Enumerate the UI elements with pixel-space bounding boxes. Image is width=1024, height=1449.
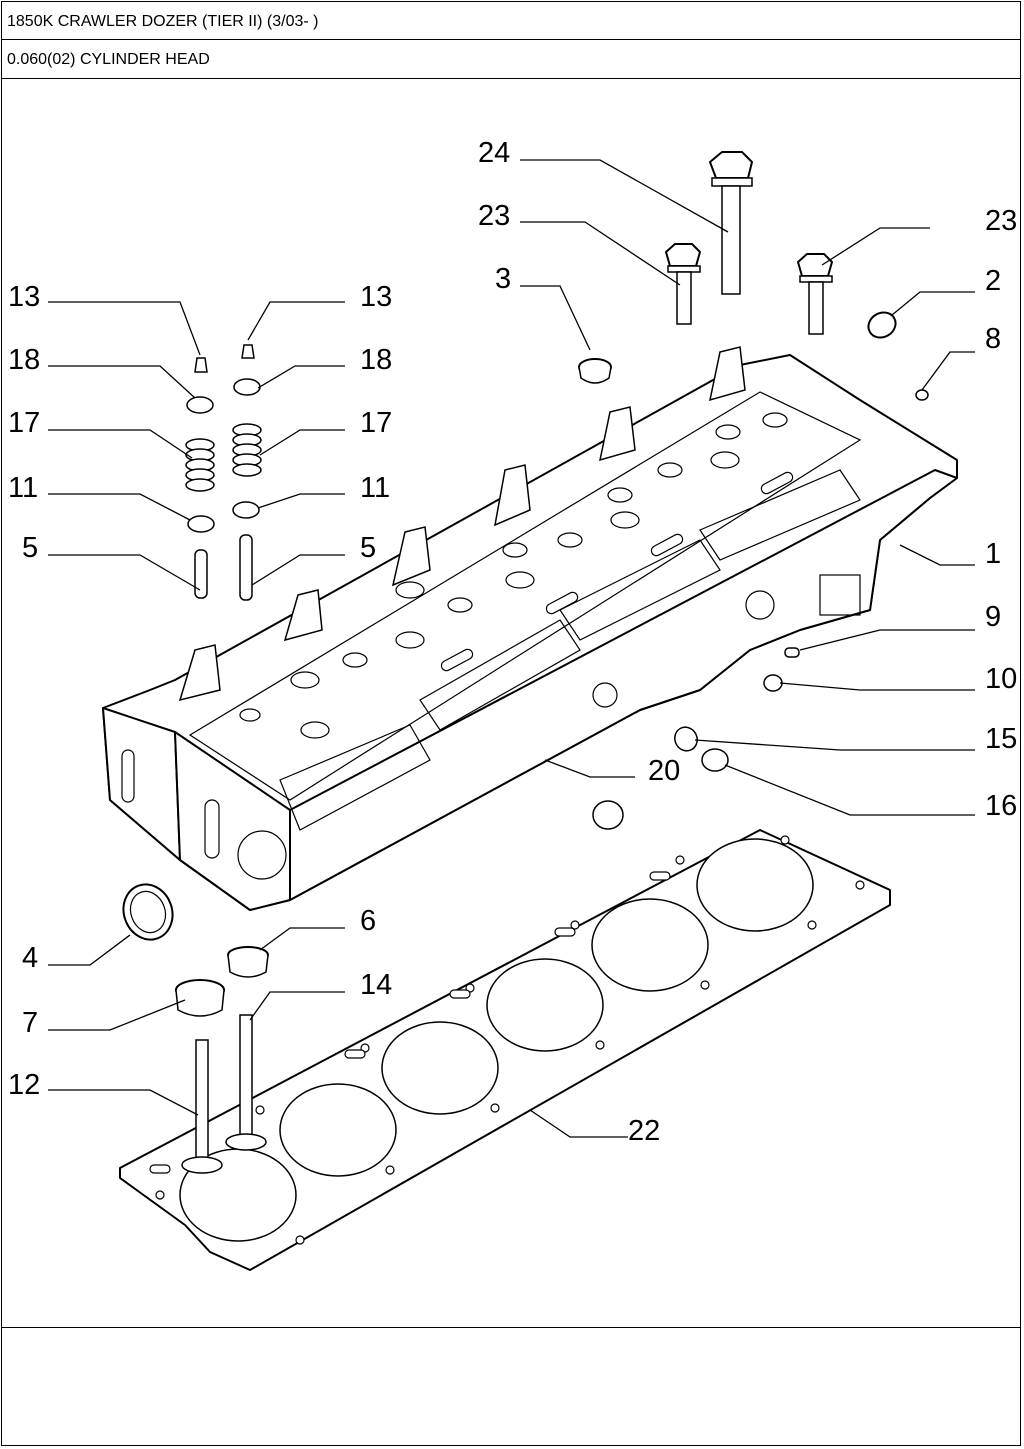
callout-11-right: 11 — [360, 472, 390, 504]
plug-10[interactable] — [763, 674, 783, 692]
head-bolt-left[interactable] — [665, 243, 701, 325]
callout-20: 20 — [648, 755, 680, 787]
callout-15: 15 — [985, 723, 1017, 755]
callout-1: 1 — [985, 538, 1001, 570]
callout-17-left: 17 — [8, 407, 40, 439]
valve-seat-6[interactable] — [227, 946, 269, 978]
callout-18-left: 18 — [8, 344, 40, 376]
callout-2: 2 — [985, 265, 1001, 297]
plug-20[interactable] — [592, 800, 624, 830]
callout-4: 4 — [22, 942, 38, 974]
callout-13-right: 13 — [360, 281, 392, 313]
plug-3[interactable] — [578, 358, 612, 384]
page-title: 1850K CRAWLER DOZER (TIER II) (3/03- ) — [2, 2, 1020, 40]
callout-11-left: 11 — [8, 472, 38, 504]
callout-labels: 24 23 23 3 2 8 13 13 18 18 17 17 11 11 5… — [8, 137, 1017, 1147]
callout-6: 6 — [360, 905, 376, 937]
pin-9[interactable] — [784, 647, 800, 658]
valve-assembly-right[interactable] — [232, 344, 262, 601]
callout-17-right: 17 — [360, 407, 392, 439]
head-gasket[interactable] — [119, 829, 891, 1271]
callout-7: 7 — [22, 1007, 38, 1039]
callout-13-left: 13 — [8, 281, 40, 313]
footer-divider — [2, 1327, 1020, 1328]
plug-2[interactable] — [864, 308, 900, 343]
seal-15[interactable] — [671, 723, 701, 754]
head-bolt-long[interactable] — [709, 151, 753, 295]
callout-8: 8 — [985, 323, 1001, 355]
callout-5-left: 5 — [22, 532, 38, 564]
section-title: 0.060(02) CYLINDER HEAD — [2, 40, 1020, 79]
valve-seat-7[interactable] — [175, 979, 225, 1017]
leader-lines — [48, 159, 975, 1138]
plug-16[interactable] — [701, 748, 729, 772]
callout-9: 9 — [985, 601, 1001, 633]
callout-22: 22 — [628, 1115, 660, 1147]
cylinder-head[interactable] — [102, 346, 958, 911]
valve-exhaust-14[interactable] — [225, 1014, 267, 1151]
valve-assembly-left[interactable] — [185, 357, 215, 599]
valve-intake-12[interactable] — [181, 1039, 223, 1174]
callout-14: 14 — [360, 969, 392, 1001]
callout-10: 10 — [985, 663, 1017, 695]
callout-23-left: 23 — [478, 200, 510, 232]
callout-18-right: 18 — [360, 344, 392, 376]
callout-12: 12 — [8, 1069, 40, 1101]
head-bolt-right[interactable] — [797, 253, 833, 335]
screw-8[interactable] — [915, 389, 929, 401]
callout-24: 24 — [478, 137, 510, 169]
callout-16: 16 — [985, 790, 1017, 822]
seal-ring-4[interactable] — [116, 877, 180, 946]
callout-5-right: 5 — [360, 532, 376, 564]
callout-3: 3 — [495, 263, 511, 295]
callout-23-right: 23 — [985, 205, 1017, 237]
